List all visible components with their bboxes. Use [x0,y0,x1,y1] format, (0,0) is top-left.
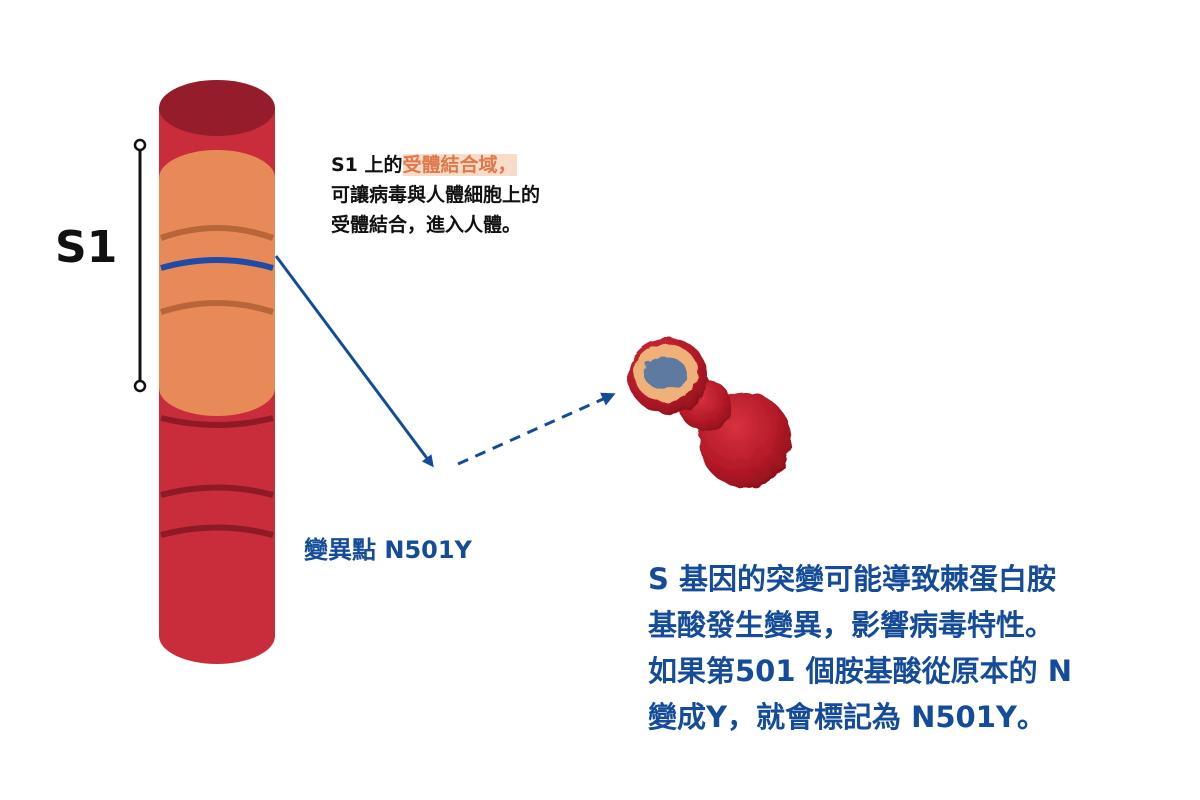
explanation-line-2: 基酸發生變異，影響病毒特性。 [648,608,1055,642]
mutation-band-n501y [160,257,274,271]
receptor-binding-callout: S1 上的受體結合域， 可讓病毒與人體細胞上的 受體結合，進入人體。 [331,150,631,240]
callout-line-1: S1 上的受體結合域， [331,150,631,180]
s1-band [160,300,274,315]
callout-line-3: 受體結合，進入人體。 [331,214,522,236]
callout-highlight: 受體結合域， [402,154,517,176]
mutation-pointer-arrow [274,255,434,468]
explanation-text: S 基因的突變可能導致棘蛋白胺 基酸發生變異，影響病毒特性。 如果第501 個胺… [648,556,1148,740]
s1-segment [159,150,275,416]
mutation-point-label: 變異點 N501Y [304,536,472,564]
s1-bracket [133,138,147,393]
s1-label: S1 [55,222,118,273]
spike-cylinder [159,80,275,664]
s1-band [159,225,275,241]
callout-line-2: 可讓病毒與人體細胞上的 [331,184,541,206]
cylinder-top [159,80,275,136]
s2-band [160,415,274,428]
explanation-line-4: 變成Y，就會標記為 N501Y。 [648,700,1046,734]
callout-prefix: S1 上的 [331,154,403,176]
dashed-arrow [457,392,616,466]
explanation-line-1: S 基因的突變可能導致棘蛋白胺 [648,562,1056,596]
explanation-line-3: 如果第501 個胺基酸從原本的 N [648,654,1072,688]
s2-band [160,484,274,498]
spike-protein-blob-icon [628,338,791,488]
s2-band [160,524,274,538]
cylinder-bottom [159,608,275,664]
